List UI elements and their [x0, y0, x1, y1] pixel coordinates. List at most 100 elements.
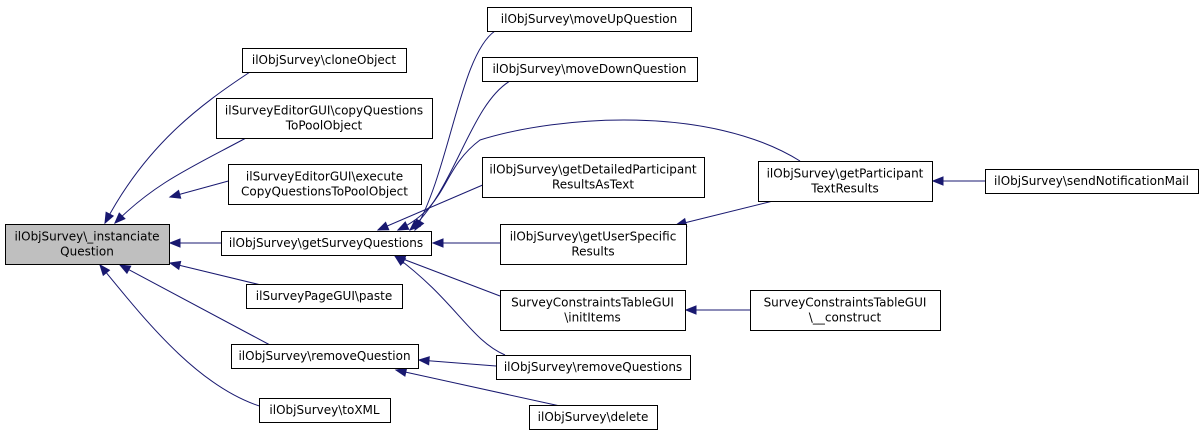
- node-box: [482, 157, 705, 198]
- node-label: CopyQuestionsToPoolObject: [241, 185, 408, 199]
- node-box: [216, 98, 433, 139]
- node-delete[interactable]: ilObjSurvey\delete: [529, 405, 658, 430]
- node-label: ilObjSurvey\getSurveyQuestions: [229, 236, 423, 250]
- edge-arrowhead: [431, 238, 444, 248]
- edge-removeQs-to-getSQ: [393, 255, 506, 356]
- edge-clone-to-root: [104, 71, 251, 225]
- node-label: ilObjSurvey\_instanciate: [14, 230, 159, 244]
- edge-arrowhead: [408, 219, 421, 231]
- edge-line: [114, 137, 247, 224]
- node-label: SurveyConstraintsTableGUI: [511, 296, 674, 310]
- node-box: [496, 355, 691, 380]
- node-label: ilSurveyEditorGUI\copyQuestions: [225, 104, 423, 118]
- edge-line: [395, 369, 561, 407]
- node-box: [5, 224, 170, 265]
- node-label: ilObjSurvey\removeQuestion: [238, 349, 410, 363]
- node-box: [482, 57, 698, 82]
- node-label: ilSurveyPageGUI\paste: [256, 289, 392, 303]
- node-toXML[interactable]: ilObjSurvey\toXML: [259, 398, 391, 423]
- edge-moveDown-to-getSQ: [408, 80, 511, 231]
- edge-toXML-to-root: [99, 263, 267, 409]
- edge-line: [397, 119, 801, 231]
- node-box: [231, 344, 419, 369]
- edge-line: [119, 264, 271, 346]
- node-initItems[interactable]: SurveyConstraintsTableGUI\initItems: [500, 290, 686, 331]
- edge-line: [409, 80, 511, 231]
- edge-line: [104, 71, 251, 224]
- edge-getSQ-to-root: [168, 238, 221, 248]
- node-label: Results: [571, 245, 614, 259]
- edge-getPart-to-getSQ: [396, 119, 801, 231]
- node-sendMail[interactable]: ilObjSurvey\sendNotificationMail: [985, 169, 1199, 194]
- edge-paste-to-root: [168, 260, 262, 286]
- node-box: [228, 164, 422, 205]
- edge-arrowhead: [376, 221, 390, 231]
- node-label: ilObjSurvey\moveDownQuestion: [492, 62, 686, 76]
- node-box: [758, 161, 933, 202]
- node-moveDown[interactable]: ilObjSurvey\moveDownQuestion: [482, 57, 698, 82]
- node-label: ilObjSurvey\toXML: [269, 403, 379, 417]
- edge-construct-to-initItems: [684, 305, 750, 315]
- node-execCopy[interactable]: ilSurveyEditorGUI\executeCopyQuestionsTo…: [228, 164, 422, 205]
- node-construct[interactable]: SurveyConstraintsTableGUI\__construct: [750, 290, 941, 331]
- edge-arrowhead: [396, 221, 410, 231]
- edge-line: [394, 255, 506, 356]
- node-box: [242, 48, 407, 73]
- node-paste[interactable]: ilSurveyPageGUI\paste: [246, 284, 403, 309]
- edge-arrowhead: [394, 367, 408, 377]
- edge-line: [675, 200, 774, 226]
- edge-initItems-to-getSQ: [393, 255, 501, 297]
- node-label: TextResults: [810, 182, 879, 196]
- edges-layer: [99, 30, 985, 409]
- node-label: SurveyConstraintsTableGUI: [764, 296, 927, 310]
- node-box: [246, 284, 403, 309]
- node-label: ilObjSurvey\delete: [538, 410, 649, 424]
- edge-copyPool-to-root: [114, 137, 247, 224]
- node-box: [529, 405, 658, 430]
- node-label: ilObjSurvey\getParticipant: [767, 167, 924, 181]
- edge-arrowhead: [931, 176, 944, 186]
- nodes-layer: ilObjSurvey\_instanciateQuestionilObjSur…: [5, 7, 1199, 430]
- edge-line: [394, 255, 501, 297]
- node-box: [750, 290, 941, 331]
- edge-arrowhead: [104, 211, 115, 225]
- node-label: ToPoolObject: [285, 119, 363, 133]
- edge-arrowhead: [114, 212, 126, 224]
- node-removeQs[interactable]: ilObjSurvey\removeQuestions: [496, 355, 691, 380]
- node-label: \__construct: [809, 311, 882, 325]
- node-label: \initItems: [564, 311, 621, 325]
- node-clone[interactable]: ilObjSurvey\cloneObject: [242, 48, 407, 73]
- node-label: ilSurveyEditorGUI\execute: [246, 170, 403, 184]
- node-label: ilObjSurvey\moveUpQuestion: [501, 12, 677, 26]
- edge-arrowhead: [99, 263, 111, 277]
- edge-line: [414, 30, 496, 231]
- node-label: ilObjSurvey\cloneObject: [252, 53, 396, 67]
- edge-arrowhead: [168, 238, 181, 248]
- edge-delete-to-removeQ: [394, 367, 561, 407]
- node-box: [985, 169, 1199, 194]
- edge-arrowhead: [118, 264, 132, 275]
- edge-arrowhead: [417, 356, 430, 366]
- edge-arrowhead: [168, 189, 182, 199]
- node-label: ResultsAsText: [552, 178, 634, 192]
- edge-removeQs-to-removeQ: [417, 356, 497, 367]
- edge-arrowhead: [393, 255, 407, 267]
- edge-line: [418, 359, 497, 367]
- node-label: ilObjSurvey\removeQuestions: [504, 360, 682, 374]
- node-copyPool[interactable]: ilSurveyEditorGUI\copyQuestionsToPoolObj…: [216, 98, 433, 139]
- node-getDet[interactable]: ilObjSurvey\getDetailedParticipantResult…: [482, 157, 705, 198]
- node-moveUp[interactable]: ilObjSurvey\moveUpQuestion: [487, 7, 692, 32]
- node-box: [221, 231, 432, 256]
- edge-arrowhead: [684, 305, 697, 315]
- node-getSQ[interactable]: ilObjSurvey\getSurveyQuestions: [221, 231, 432, 256]
- edge-arrowhead: [168, 260, 182, 271]
- node-label: ilObjSurvey\getDetailedParticipant: [489, 163, 696, 177]
- node-box: [500, 224, 687, 265]
- edge-getDet-to-getSQ: [376, 183, 486, 231]
- node-removeQ[interactable]: ilObjSurvey\removeQuestion: [231, 344, 419, 369]
- node-label: ilObjSurvey\getUserSpecific: [510, 230, 677, 244]
